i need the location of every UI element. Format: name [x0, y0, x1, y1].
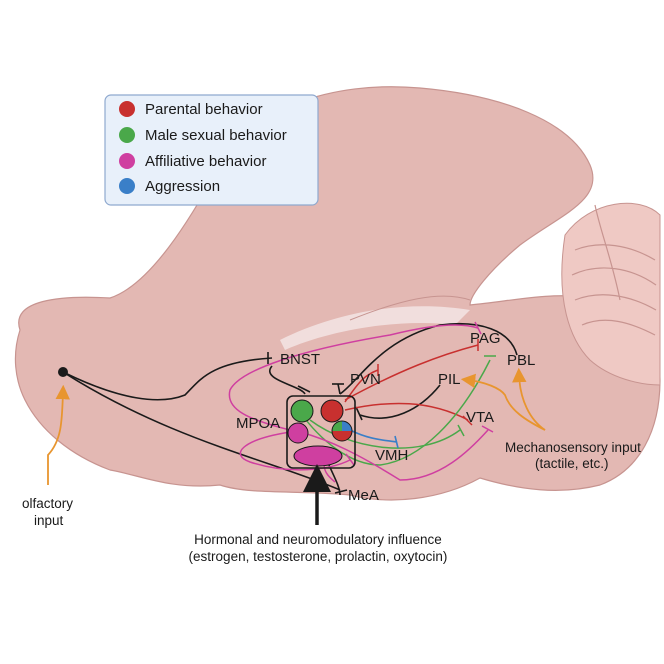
green-vta-terminal	[457, 424, 465, 437]
label-vmh: VMH	[375, 447, 408, 464]
mechano-to-pil-arrow	[460, 373, 546, 431]
label-vta: VTA	[466, 409, 494, 426]
legend-parental: Parental behavior	[145, 101, 263, 118]
label-mpoa: MPOA	[236, 415, 280, 432]
legend-male-sexual: Male sexual behavior	[145, 127, 287, 144]
red-pathways	[344, 339, 479, 426]
legend-affiliative: Affiliative behavior	[145, 153, 266, 170]
olfactory-bulb-dot	[58, 367, 68, 377]
magenta-lower-terminal	[345, 453, 355, 466]
label-mea: MeA	[348, 487, 379, 504]
olfactory-input-arrow	[47, 384, 70, 485]
magenta-to-pag-path	[228, 324, 479, 431]
affiliative-oval-cell	[293, 445, 343, 467]
cortex-line	[349, 295, 471, 321]
legend: Parental behavior Male sexual behavior A…	[104, 94, 319, 206]
red-to-pag-path	[344, 344, 479, 401]
mechano-label-line1: Mechanosensory input	[505, 440, 641, 455]
parental-cell	[320, 399, 344, 423]
mechano-to-pbl-arrow	[512, 367, 546, 431]
label-pag: PAG	[470, 330, 501, 347]
magenta-pag-terminal	[474, 321, 482, 335]
olfactory-to-bnst-path	[62, 357, 273, 401]
pil-terminal	[355, 406, 363, 421]
cerebellum	[561, 202, 661, 386]
aggression-color-swatch	[119, 178, 135, 194]
hormonal-label-line1: Hormonal and neuromodulatory influence	[194, 532, 442, 547]
red-to-pvn-path	[344, 369, 379, 403]
ventricle	[280, 306, 470, 350]
green-pathways	[299, 355, 496, 466]
affiliative-cell	[287, 422, 309, 444]
male-sexual-color-swatch	[119, 127, 135, 143]
male-sexual-cell	[290, 399, 314, 423]
blue-vmh-terminal	[394, 435, 399, 449]
label-pvn: PVN	[350, 371, 381, 388]
legend-aggression: Aggression	[145, 178, 220, 195]
mpoa-bar	[337, 383, 341, 395]
bnst-mpoa-terminal	[297, 385, 311, 393]
mea-terminal	[334, 489, 348, 494]
olfactory-label-line2: input	[34, 513, 64, 528]
label-pbl: PBL	[507, 352, 535, 369]
pil-to-vmh-path	[359, 384, 441, 419]
red-vta-terminal	[462, 415, 473, 426]
bnst-to-mpoa-path	[269, 365, 306, 395]
affiliative-color-swatch	[119, 153, 135, 169]
mixed-cell	[331, 420, 353, 442]
parental-color-swatch	[119, 101, 135, 117]
cerebellum-folds	[571, 204, 657, 336]
label-pil: PIL	[438, 371, 461, 388]
green-to-vta-path	[309, 419, 461, 449]
magenta-to-vta-path	[299, 429, 489, 481]
mechano-label-line2: (tactile, etc.)	[535, 456, 609, 471]
olfactory-label-line1: olfactory	[22, 496, 73, 511]
legend-box	[104, 94, 319, 206]
green-to-pag-path	[299, 359, 491, 466]
magenta-vta-terminal	[481, 425, 494, 433]
hormonal-label-line2: (estrogen, testosterone, prolactin, oxyt…	[189, 549, 448, 564]
label-bnst: BNST	[280, 351, 320, 368]
